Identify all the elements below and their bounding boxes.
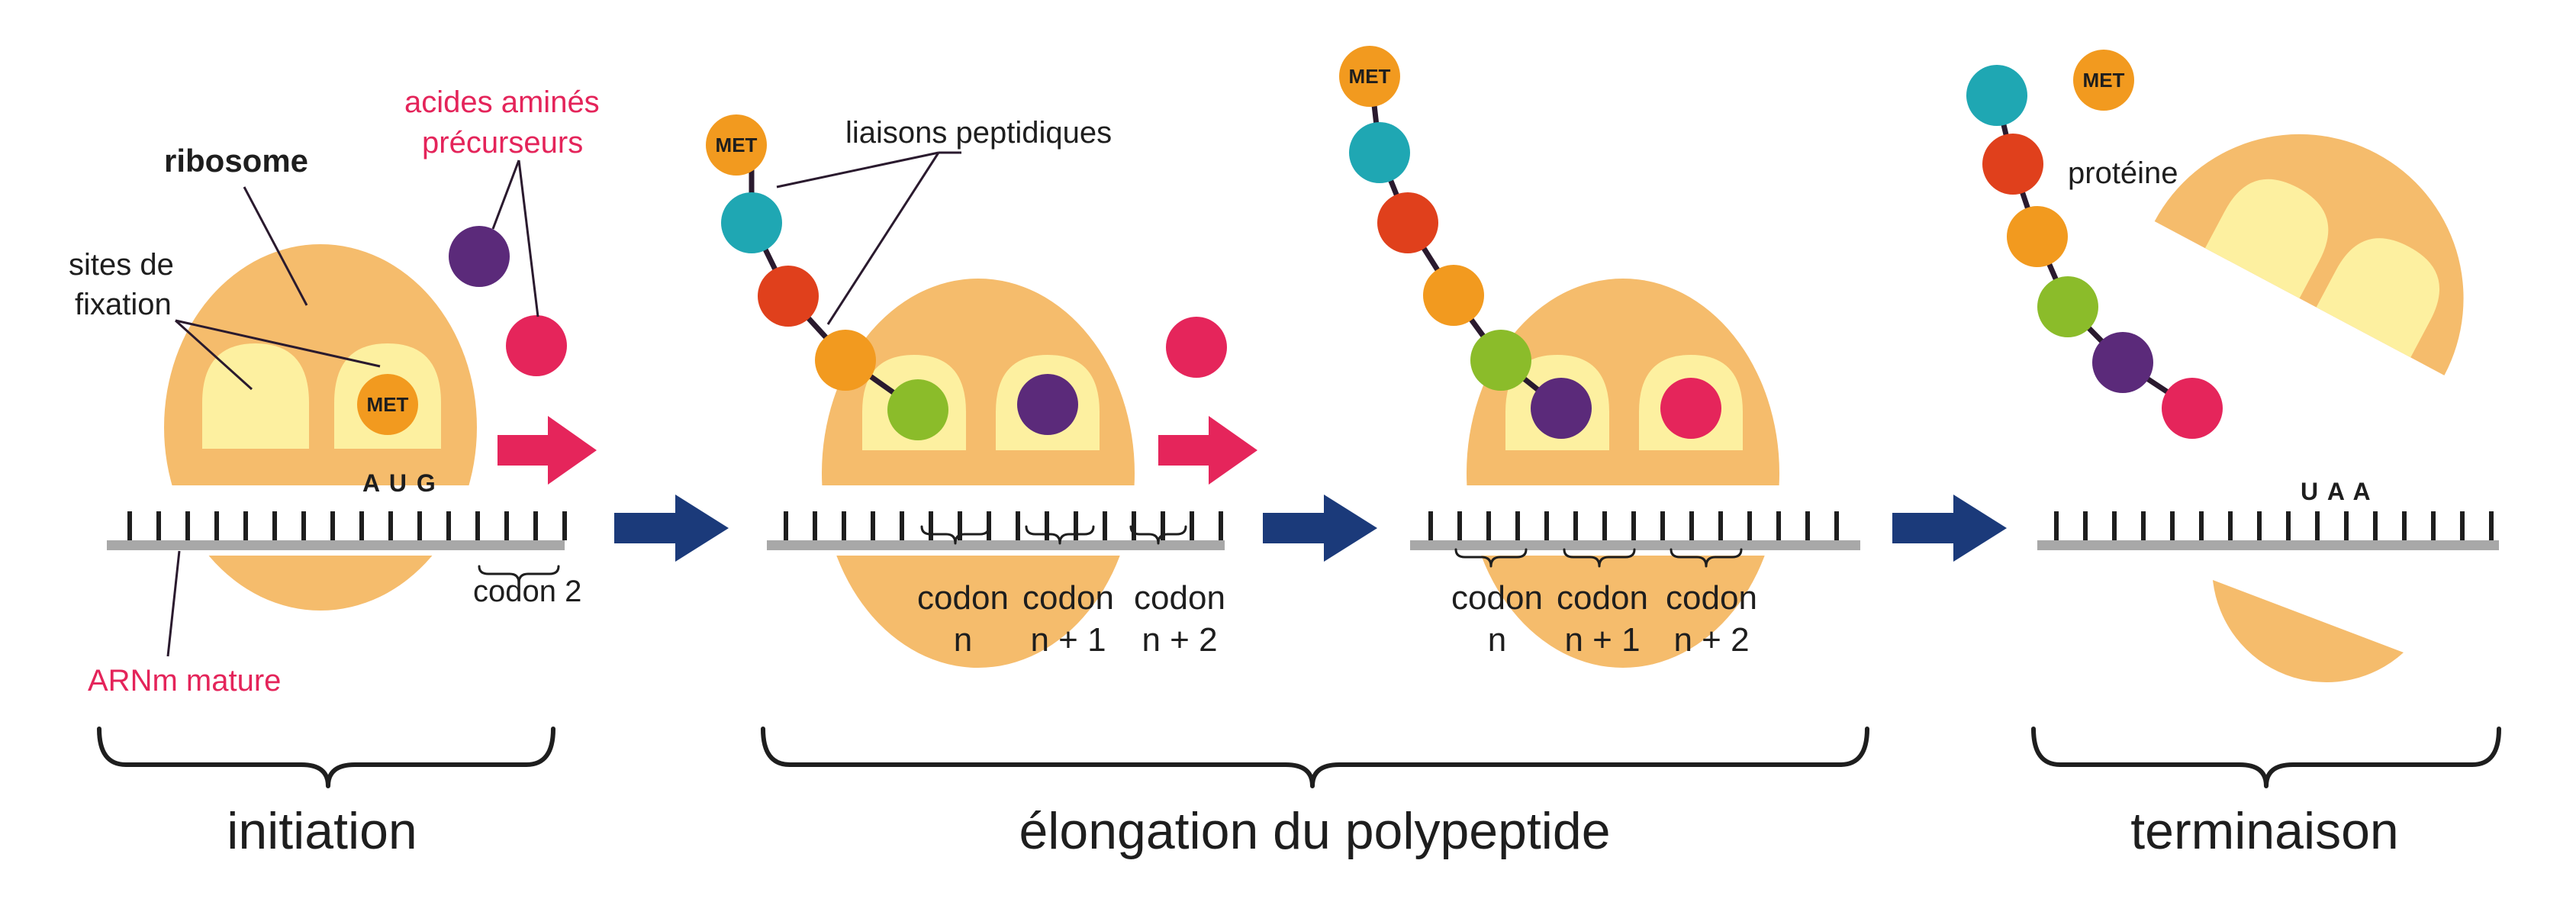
codon-n1-index: n + 1 [1564,621,1640,659]
codon-n2-label: codon [1134,579,1225,617]
pink-arrow [497,416,597,485]
navy-arrow-3 [1892,495,2007,562]
codon-n1-index: n + 1 [1030,621,1106,659]
amino-acid-pink [1660,378,1721,439]
mrna-strand-3 [1410,511,1860,550]
amino-acid-orange [815,330,876,391]
amino-acid-green [887,379,948,440]
amino-acid-red [1982,134,2043,195]
met-label: MET [1349,65,1391,88]
mrna-strand-1 [107,511,567,550]
codon-n-index: n [1488,621,1506,659]
codon-n-label: codon [917,579,1009,617]
codon-n-label: codon [1451,579,1543,617]
codon-n2-index: n + 2 [1673,621,1749,659]
codon2-label: codon 2 [473,575,581,608]
amino-acid-green [1470,330,1531,391]
panel-elongation-1: MET liaisons peptidiques codon n codon n… [706,114,1257,668]
panel-termination: U A A MET protéine [1966,50,2499,682]
stage-label-initiation: initiation [227,802,417,860]
mrna-backbone [107,540,565,550]
amino-acids-label-line2: précurseurs [422,126,583,160]
codon-n2-label: codon [1666,579,1757,617]
sites-leader-2 [175,319,381,368]
arnm-label: ARNm mature [88,664,281,698]
stage-label-elongation: élongation du polypeptide [1019,802,1610,860]
aa-leader-2 [517,160,539,317]
aa-leader-1 [491,160,520,230]
amino-acid-red [1377,192,1438,253]
met-ball [2073,50,2134,111]
codon-n2-brace [1670,548,1743,568]
met-amino-acid: MET [706,114,767,176]
codon2-brace [478,565,560,585]
amino-acid-orange [1423,265,1484,326]
codon-n1-brace [1025,525,1095,545]
met-amino-acid-released: MET [2073,50,2134,111]
panel-initiation: MET A U G ribosome sites de fixation aci… [69,85,600,698]
peptide-leader-2 [826,152,940,325]
met-amino-acid: MET [357,374,418,435]
codon-n-brace [1454,548,1528,568]
codon-n1-label: codon [1022,579,1114,617]
met-label: MET [716,134,758,156]
amino-acid-red [758,266,819,327]
met-label: MET [367,393,409,416]
navy-arrow-2 [1263,495,1377,562]
codon-n1-label: codon [1557,579,1648,617]
ribosome-label: ribosome [164,143,308,179]
uaa-sequence: U A A [2301,478,2372,505]
amino-acid-purple [1017,374,1078,435]
amino-acid-purple [1531,378,1592,439]
sites-label-line2: fixation [75,288,172,321]
elongation-brace [761,727,1869,788]
mrna-strand-4 [2037,511,2499,550]
mrna-strand-2 [767,511,1225,550]
stage-label-termination: terminaison [2130,802,2399,860]
ribosome-small-subunit [2213,580,2404,682]
met-ball [1339,46,1400,107]
amino-acids-label-line1: acides aminés [404,85,600,119]
protein-label: protéine [2068,156,2178,190]
met-label: MET [2083,69,2125,92]
amino-acid-green [2037,276,2098,337]
precursor-amino-acid-purple [449,226,510,287]
peptide-bonds-label: liaisons peptidiques [845,116,1112,150]
met-ball [706,114,767,176]
amino-acid-teal [1966,65,2027,126]
amino-acid-purple [2092,332,2153,393]
arnm-leader [166,550,181,657]
navy-arrow-1 [614,495,729,562]
amino-acid-orange [2007,206,2068,267]
codon-n-index: n [954,621,972,659]
incoming-amino-acid-pink [1166,317,1227,378]
panel-elongation-2: MET codon n codon n + 1 codon n + 2 [1339,46,1860,668]
ribosome-leader [243,186,308,306]
amino-acid-teal [1349,122,1410,183]
mrna-backbone [767,540,1225,550]
termination-brace [2031,727,2501,788]
precursor-amino-acid-pink [506,315,567,376]
codon-n-brace [920,525,990,545]
codon-n2-index: n + 2 [1141,621,1217,659]
codon-n1-brace [1563,548,1636,568]
mrna-backbone [2037,540,2499,550]
mrna-backbone [1410,540,1860,550]
initiation-brace [97,727,555,788]
pink-arrow [1158,416,1257,485]
aug-sequence: A U G [362,469,437,497]
amino-acid-teal [721,192,782,253]
sites-leader-1 [174,319,253,391]
amino-acid-pink [2162,378,2223,439]
met-ball [357,374,418,435]
codon-n2-brace [1129,525,1187,545]
ribosome-large-subunit [2154,134,2464,375]
met-amino-acid: MET [1339,46,1400,107]
peptide-leader-1 [776,151,939,188]
sites-label-line1: sites de [69,248,174,282]
